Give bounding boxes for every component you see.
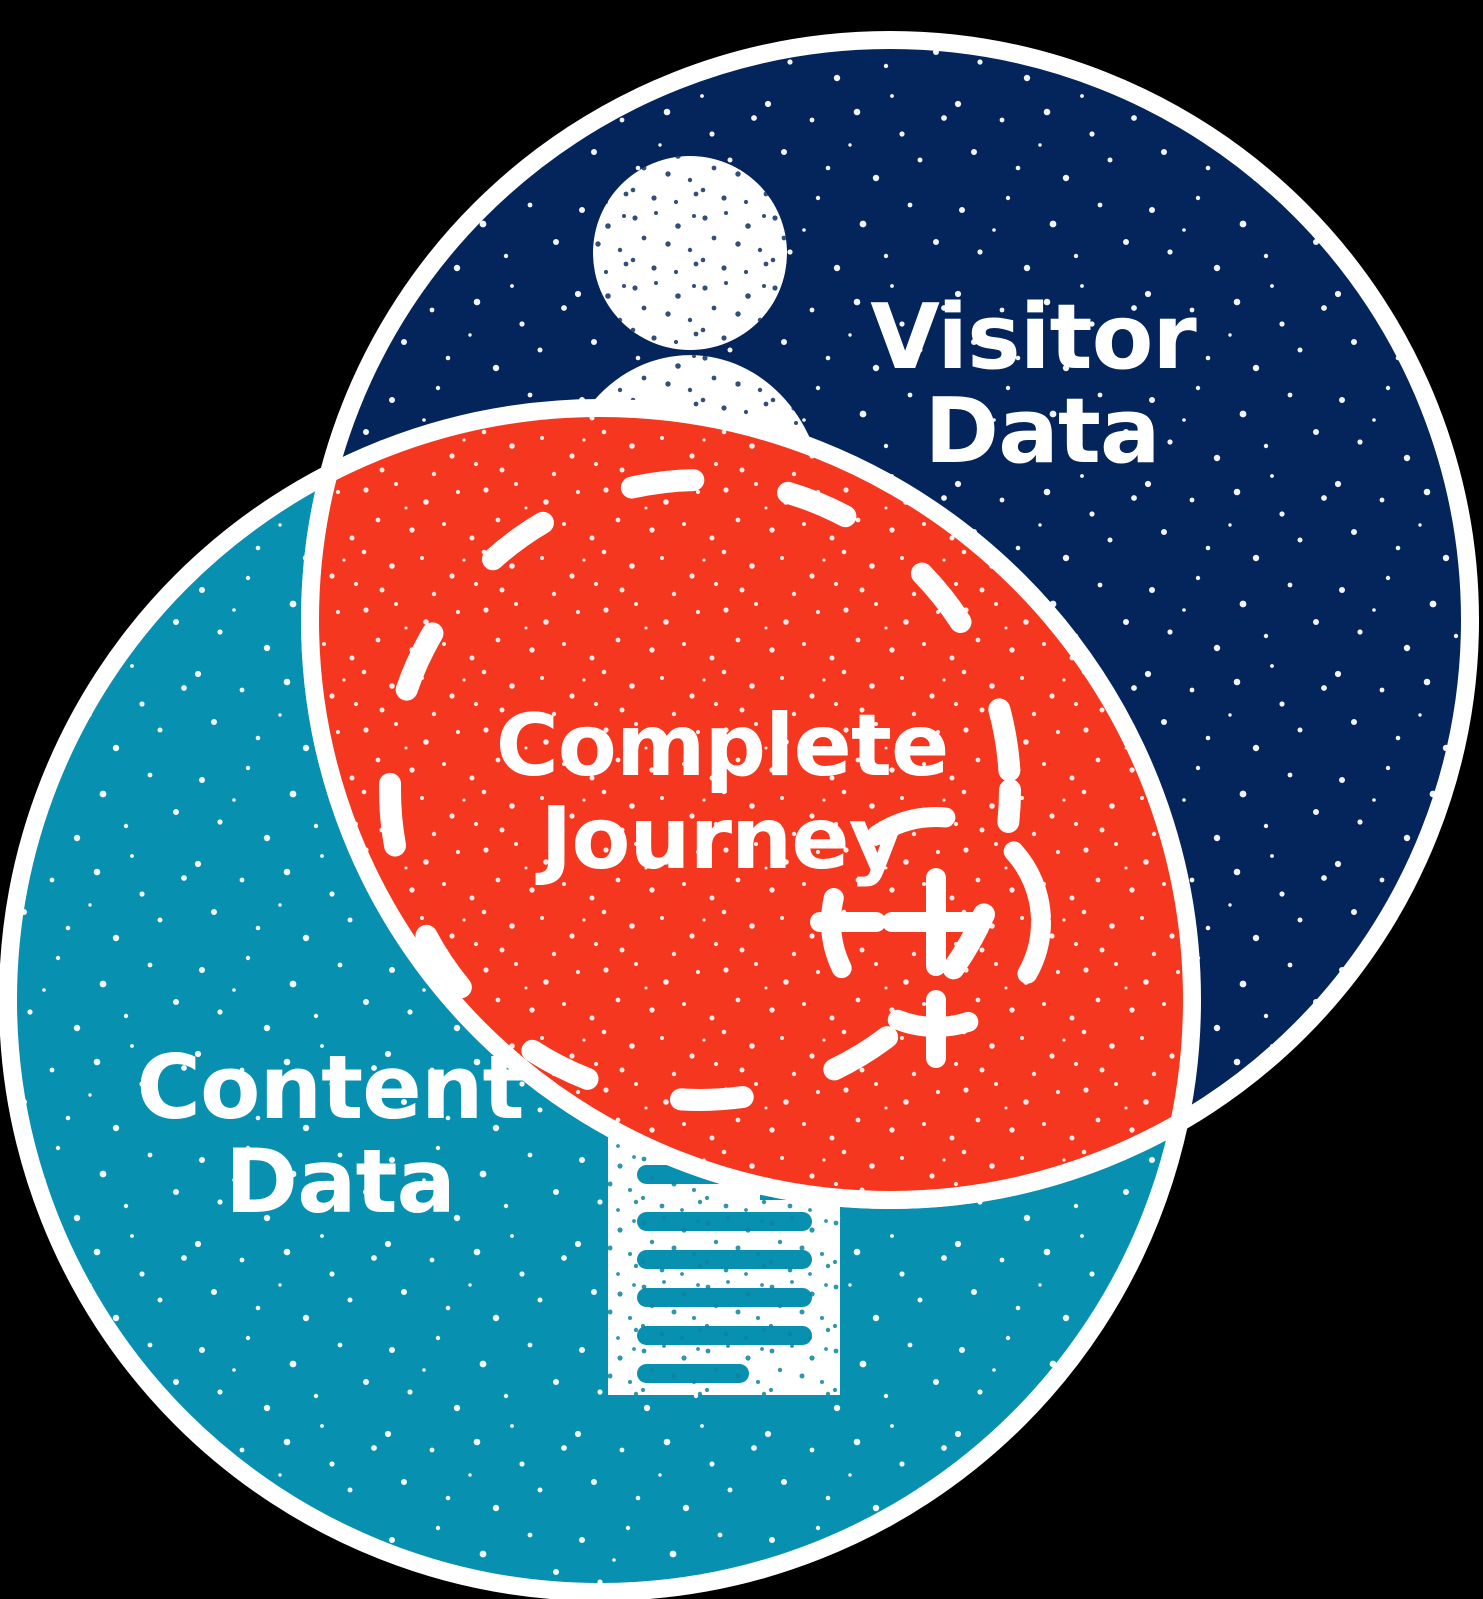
content-data-label-line1: Content bbox=[136, 1036, 523, 1139]
target-crosshair-icon bbox=[379, 469, 1021, 1111]
target-dashed-ring-outer bbox=[379, 469, 1021, 1111]
label-complete-journey: Complete Journey bbox=[496, 696, 950, 889]
label-visitor-data: Visitor Data bbox=[870, 285, 1198, 484]
lens-border-navy-arc bbox=[301, 408, 1192, 1209]
label-content-data: Content Data bbox=[136, 1036, 524, 1233]
visitor-data-label-line1: Visitor bbox=[870, 285, 1197, 390]
complete-journey-label-line2: Journey bbox=[535, 789, 903, 889]
visitor-data-label-line2: Data bbox=[924, 379, 1159, 484]
crosshair-group bbox=[810, 807, 1051, 1068]
complete-journey-label-line1: Complete bbox=[496, 696, 949, 796]
content-data-label-line2: Data bbox=[225, 1130, 455, 1233]
lens-border-teal-arc bbox=[310, 399, 1201, 1200]
